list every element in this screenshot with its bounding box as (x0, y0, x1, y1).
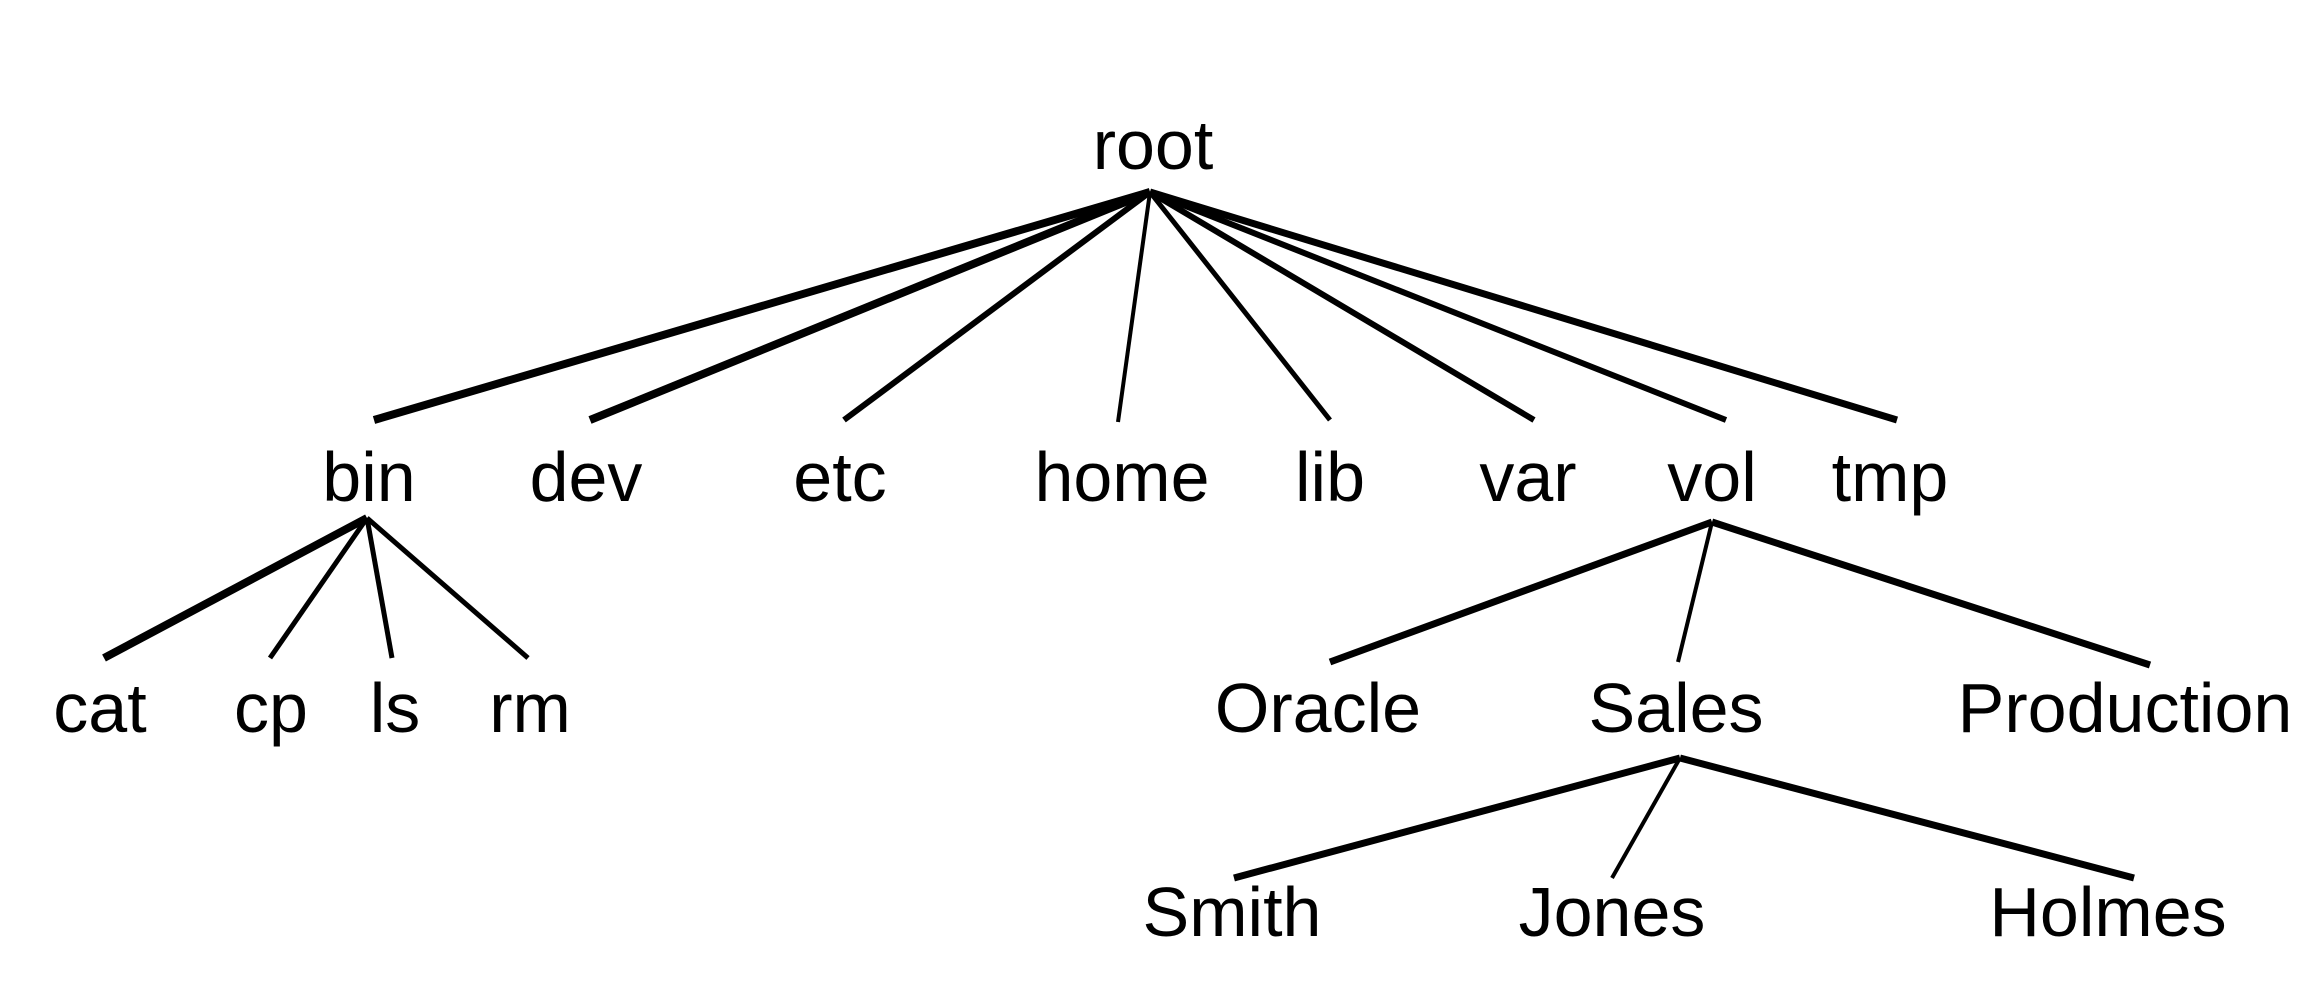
tree-node-var: var (1479, 438, 1577, 516)
tree-node-ls: ls (369, 669, 421, 747)
tree-node-home: home (1034, 438, 1210, 516)
edge-vol-oracle (1328, 518, 1714, 666)
edge-bin-cp (267, 516, 370, 660)
tree-node-etc: etc (793, 438, 887, 516)
tree-node-cat: cat (53, 669, 147, 747)
edge-root-dev (588, 188, 1152, 424)
edge-root-lib (1148, 190, 1332, 422)
tree-node-jones: Jones (1518, 873, 1706, 951)
edge-sales-jones (1610, 757, 1682, 879)
edge-root-etc (842, 189, 1152, 423)
tree-node-sales: Sales (1588, 669, 1764, 747)
tree-node-holmes: Holmes (1989, 873, 2227, 951)
tree-node-rm: rm (489, 669, 571, 747)
edge-root-var (1148, 189, 1536, 423)
edge-bin-ls (364, 517, 395, 659)
tree-node-lib: lib (1294, 438, 1366, 516)
tree-node-oracle: Oracle (1214, 669, 1422, 747)
edge-bin-rm (365, 516, 530, 660)
tree-node-cp: cp (234, 669, 308, 747)
edge-vol-production (1710, 518, 2152, 669)
tree-node-smith: Smith (1142, 873, 1322, 951)
edge-root-tmp (1148, 188, 1899, 424)
edge-root-vol (1148, 189, 1728, 423)
tree-node-bin: bin (322, 438, 416, 516)
edge-sales-holmes (1679, 754, 2135, 882)
edge-vol-sales (1676, 521, 1714, 663)
tree-node-tmp: tmp (1831, 438, 1949, 516)
edge-sales-smith (1233, 754, 1681, 882)
tree-node-production: Production (1957, 669, 2293, 747)
edge-root-home (1116, 191, 1152, 423)
tree-node-vol: vol (1667, 438, 1757, 516)
tree-node-root: root (1092, 106, 1214, 184)
edge-root-bin (372, 188, 1152, 424)
edge-bin-cat (102, 514, 369, 662)
tree-node-dev: dev (529, 438, 643, 516)
